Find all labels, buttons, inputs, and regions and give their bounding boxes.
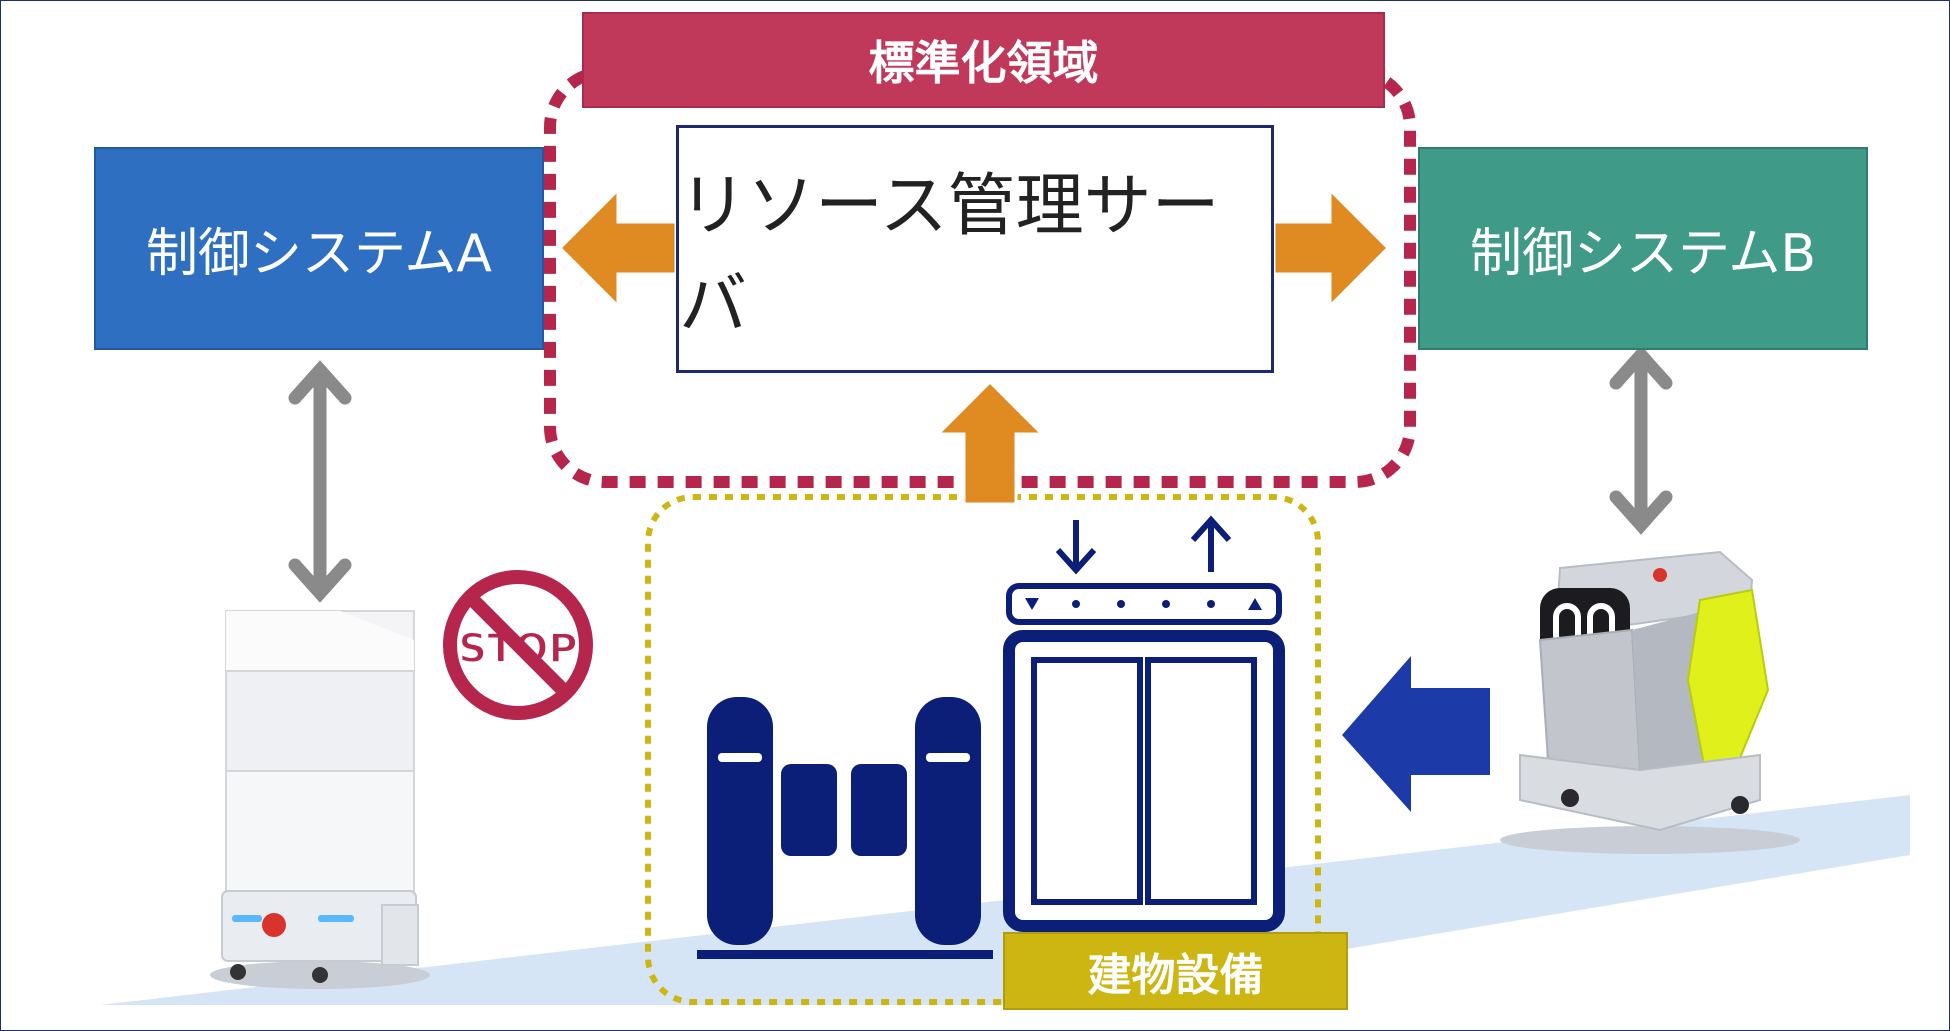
link-arrow-b xyxy=(1609,345,1673,535)
building-equipment-label: 建物設備 xyxy=(1003,932,1348,1010)
arrow-server-to-a xyxy=(557,186,678,310)
control-system-b: 制御システムB xyxy=(1418,147,1868,350)
elevator-icon xyxy=(1003,515,1285,932)
robot-a xyxy=(210,610,430,989)
robot-b xyxy=(1500,550,1800,854)
stop-sign-icon: STOP xyxy=(443,570,593,720)
resource-management-server: リソース管理サーバ xyxy=(676,125,1274,373)
arrow-server-to-b xyxy=(1272,186,1391,310)
approach-arrow xyxy=(1342,656,1490,812)
standardization-area-label: 標準化領域 xyxy=(582,12,1385,108)
arrow-building-to-server xyxy=(934,379,1046,506)
security-gate-icon xyxy=(697,697,993,959)
link-arrow-a xyxy=(288,360,352,603)
control-system-a: 制御システムA xyxy=(94,147,544,350)
